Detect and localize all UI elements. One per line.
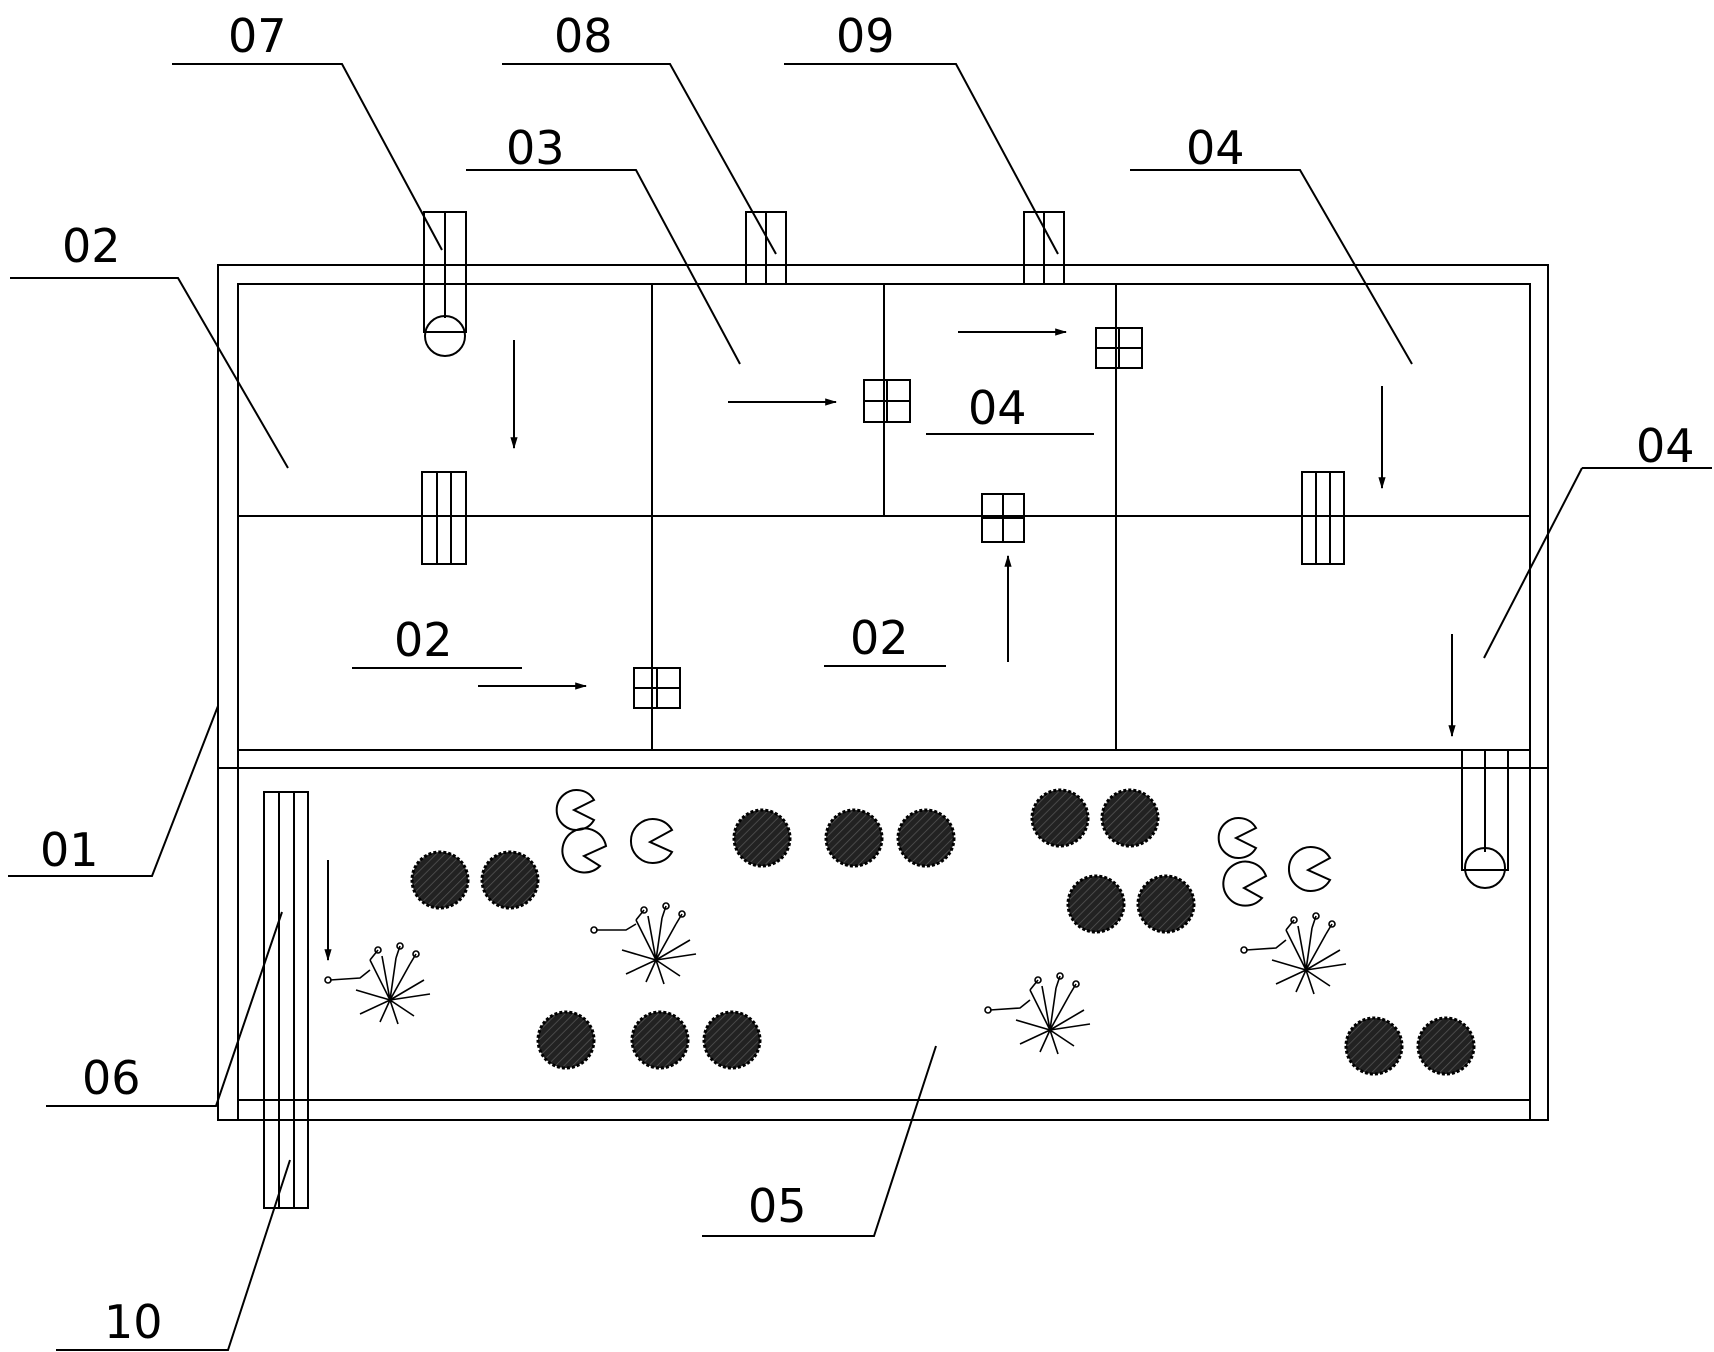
- dark-round-shrub-icon: [410, 850, 470, 910]
- outlet-pipe-10: [263, 1099, 309, 1209]
- dark-round-shrub-icon: [536, 1010, 596, 1070]
- dark-round-shrub-icon: [896, 808, 956, 868]
- label-04-center: 04: [968, 381, 1027, 435]
- label-06: 06: [82, 1051, 141, 1105]
- floating-plants: [410, 788, 1476, 1076]
- dark-round-shrub-icon: [702, 1010, 762, 1070]
- dark-round-shrub-icon: [1100, 788, 1160, 848]
- lily-pad-icon: [561, 827, 608, 874]
- pipe-08: [745, 211, 787, 285]
- label-03: 03: [506, 121, 565, 175]
- dark-round-shrub-icon: [1416, 1016, 1476, 1076]
- label-07: 07: [228, 9, 287, 63]
- dark-round-shrub-icon: [1344, 1016, 1404, 1076]
- label-10: 10: [104, 1295, 163, 1349]
- baffle-left: [421, 471, 467, 565]
- reed-plant-icon: [984, 972, 1091, 1055]
- grid-outlet-icon: [1095, 327, 1143, 369]
- emergent-plants: [324, 902, 1347, 1055]
- label-02-lower-mid: 02: [850, 611, 909, 665]
- label-04-right-edge: 04: [1636, 419, 1695, 473]
- lily-pad-icon: [555, 789, 596, 831]
- label-05: 05: [748, 1179, 807, 1233]
- reed-plant-icon: [324, 942, 431, 1025]
- upper-compartments: [218, 284, 1548, 769]
- lily-pad-icon: [1217, 817, 1258, 859]
- reed-plant-icon: [1240, 912, 1347, 995]
- label-08: 08: [554, 9, 613, 63]
- dark-round-shrub-icon: [630, 1010, 690, 1070]
- reed-plant-icon: [590, 902, 697, 985]
- label-02-lower-left: 02: [394, 613, 453, 667]
- lily-pad-icon: [629, 818, 674, 864]
- baffle-right: [1301, 471, 1345, 565]
- grid-outlet-icon: [981, 493, 1025, 543]
- grid-outlet-icon: [863, 379, 911, 423]
- lily-pad-icon: [1287, 846, 1332, 892]
- lily-pads: [555, 789, 1332, 907]
- flow-arrow-icon: [324, 328, 1456, 962]
- label-04-top-right: 04: [1186, 121, 1245, 175]
- dark-round-shrub-icon: [1030, 788, 1090, 848]
- label-02-upper-left: 02: [62, 219, 121, 273]
- dark-round-shrub-icon: [732, 808, 792, 868]
- label-01: 01: [40, 823, 99, 877]
- inlet-pipe-07: [423, 211, 467, 357]
- transfer-pipe: [1461, 749, 1509, 889]
- lily-pad-icon: [1222, 860, 1268, 907]
- leader-lines: [8, 63, 1712, 1351]
- dark-round-shrub-icon: [1066, 874, 1126, 934]
- dark-round-shrub-icon: [1136, 874, 1196, 934]
- pipe-09: [1023, 211, 1065, 285]
- dark-round-shrub-icon: [824, 808, 884, 868]
- grid-outlet-icon: [633, 667, 681, 709]
- dark-round-shrub-icon: [480, 850, 540, 910]
- label-09: 09: [836, 9, 895, 63]
